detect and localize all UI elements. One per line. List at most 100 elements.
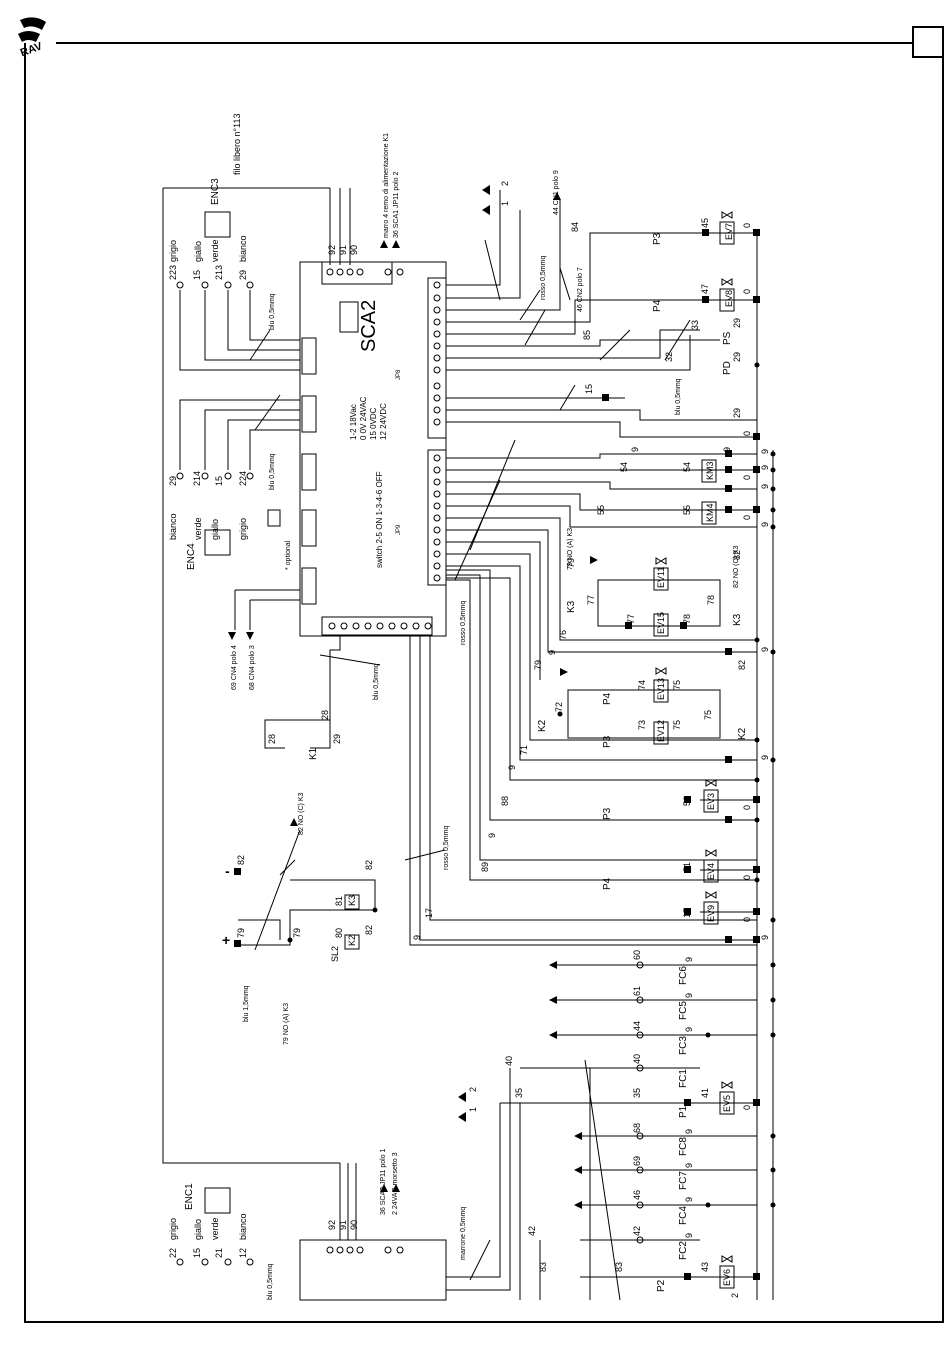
wire-number: 79: [566, 558, 576, 568]
svg-text:-: -: [225, 863, 230, 879]
wire-number: 73: [637, 720, 647, 730]
wire-number: 69: [632, 1156, 642, 1166]
ref-k3-no-2: 79 NO (A) K3: [283, 1003, 290, 1045]
wire-number: 9: [507, 765, 517, 770]
wire-number: 81: [334, 896, 344, 906]
wire-color-giallo-2: giallo: [210, 519, 220, 540]
wire-number: 2: [468, 1087, 478, 1092]
k3-label: K3: [732, 613, 743, 626]
wire-number: 41: [700, 1088, 710, 1098]
wire-color-verde-2: verde: [193, 517, 203, 540]
wire-number: 29: [168, 476, 178, 486]
cable-note-blu-15: blu 1,5mmq: [243, 985, 250, 1022]
cable-note-blu-3: blu 0,5mmq: [373, 663, 380, 700]
wire-number: 29: [732, 352, 742, 362]
wire-number: 35: [514, 1088, 524, 1098]
wire-number: 0: [742, 1105, 752, 1110]
wire-number: 42: [527, 1226, 537, 1236]
cable-note-rosso-2: rosso 0,5mmq: [460, 601, 467, 645]
k2-label-2: K2: [737, 727, 748, 740]
wire-number: 9: [684, 1197, 694, 1202]
wire-number: 28: [320, 710, 330, 720]
enc1-label: ENC1: [184, 1183, 195, 1210]
wire-number: 0: [742, 223, 752, 228]
ev12-label: EV12: [656, 720, 666, 742]
sca1-board-partial: [299, 1239, 447, 1301]
wire-number: 9: [760, 755, 770, 760]
cable-note-rosso-3: rosso 0,5mmq: [443, 826, 450, 870]
k1-label: K1: [308, 747, 319, 760]
fc6-label: FC6: [678, 966, 689, 985]
enc3-box: [204, 211, 231, 238]
wire-number: 54: [682, 462, 692, 472]
wire-number: 90: [349, 1220, 359, 1230]
wire-number: 60: [632, 950, 642, 960]
board-name: SCA2: [358, 300, 380, 352]
wire-number: 1: [468, 1107, 478, 1112]
wire-number: 77: [586, 595, 596, 605]
ref-k1: marro 4 remo di alimentazione K1: [383, 133, 390, 238]
wire-number: 213: [214, 265, 224, 280]
k2-label: K2: [537, 719, 548, 732]
note-filo-libero: filo libero n°113: [232, 114, 242, 175]
ref-k3-no-3: 79 NO (A) K3: [567, 528, 574, 570]
ev15-label: EV15: [656, 612, 666, 634]
ev3-label: EV3: [706, 793, 716, 810]
wire-number: 83: [614, 1262, 624, 1272]
wire-number: 51: [682, 862, 692, 872]
wire-number: 68: [632, 1123, 642, 1133]
enc4-label: ENC4: [186, 543, 197, 570]
p3-label: P3: [652, 232, 663, 245]
wire-color-bianco: bianco: [238, 235, 248, 262]
ev9-label: EV9: [706, 905, 716, 922]
wire-number: 42: [632, 1226, 642, 1236]
wire-number: 92: [327, 1220, 337, 1230]
cable-note-blu-5: blu 0,5mmq: [267, 1263, 274, 1300]
wire-number: 2: [500, 181, 510, 186]
wire-color-bianco-2: bianco: [168, 513, 178, 540]
header-line: [56, 42, 944, 44]
enc1-box: [204, 1187, 231, 1214]
k3-coil-label: K3: [347, 895, 357, 906]
wire-number: 214: [192, 471, 202, 486]
wire-number: 223: [168, 265, 178, 280]
ev5-label: EV5: [722, 1095, 732, 1112]
cable-note-marrone: marrone 0,5mmq: [460, 1207, 467, 1260]
p2-label: P2: [656, 1279, 667, 1292]
wire-number: 1: [500, 201, 510, 206]
wire-number: 33: [690, 320, 700, 330]
ref-cn2-polo7: 46 CN2 polo 7: [577, 267, 584, 312]
fc8-label: FC8: [678, 1137, 689, 1156]
ref-k3-c: 82 NO (C) K3: [733, 545, 740, 588]
wire-number: 9: [760, 449, 770, 454]
wire-number: 75: [703, 710, 713, 720]
wire-number: 17: [682, 908, 692, 918]
wire-color-grigio-3: grigio: [168, 1218, 178, 1240]
ps-label: PS: [722, 331, 733, 345]
enc3-label: ENC3: [210, 178, 221, 205]
wire-number: 9: [487, 833, 497, 838]
wire-number: 90: [349, 245, 359, 255]
fc1-label: FC1: [678, 1069, 689, 1088]
wire-color-verde: verde: [210, 239, 220, 262]
wire-color-grigio-2: grigio: [238, 518, 248, 540]
jp-label: JP8: [396, 369, 402, 380]
svg-text:+: +: [222, 932, 230, 948]
wire-color-giallo: giallo: [193, 241, 203, 262]
wire-color-bianco-3: bianco: [238, 1213, 248, 1240]
wire-number: 12: [238, 1248, 248, 1258]
wire-number: 15: [214, 476, 224, 486]
k2-coil-label: K2: [347, 935, 357, 946]
wire-number: 0: [742, 917, 752, 922]
wire-number: 0: [742, 515, 752, 520]
wire-number: 2: [730, 1293, 740, 1298]
p4-label-2: P4: [602, 692, 613, 705]
wire-number: 75: [672, 720, 682, 730]
wire-number: 15: [584, 384, 594, 394]
wire-number: 55: [596, 505, 606, 515]
wire-number: 0: [742, 289, 752, 294]
wire-number: 80: [334, 928, 344, 938]
ev11-label: EV11: [656, 567, 666, 588]
